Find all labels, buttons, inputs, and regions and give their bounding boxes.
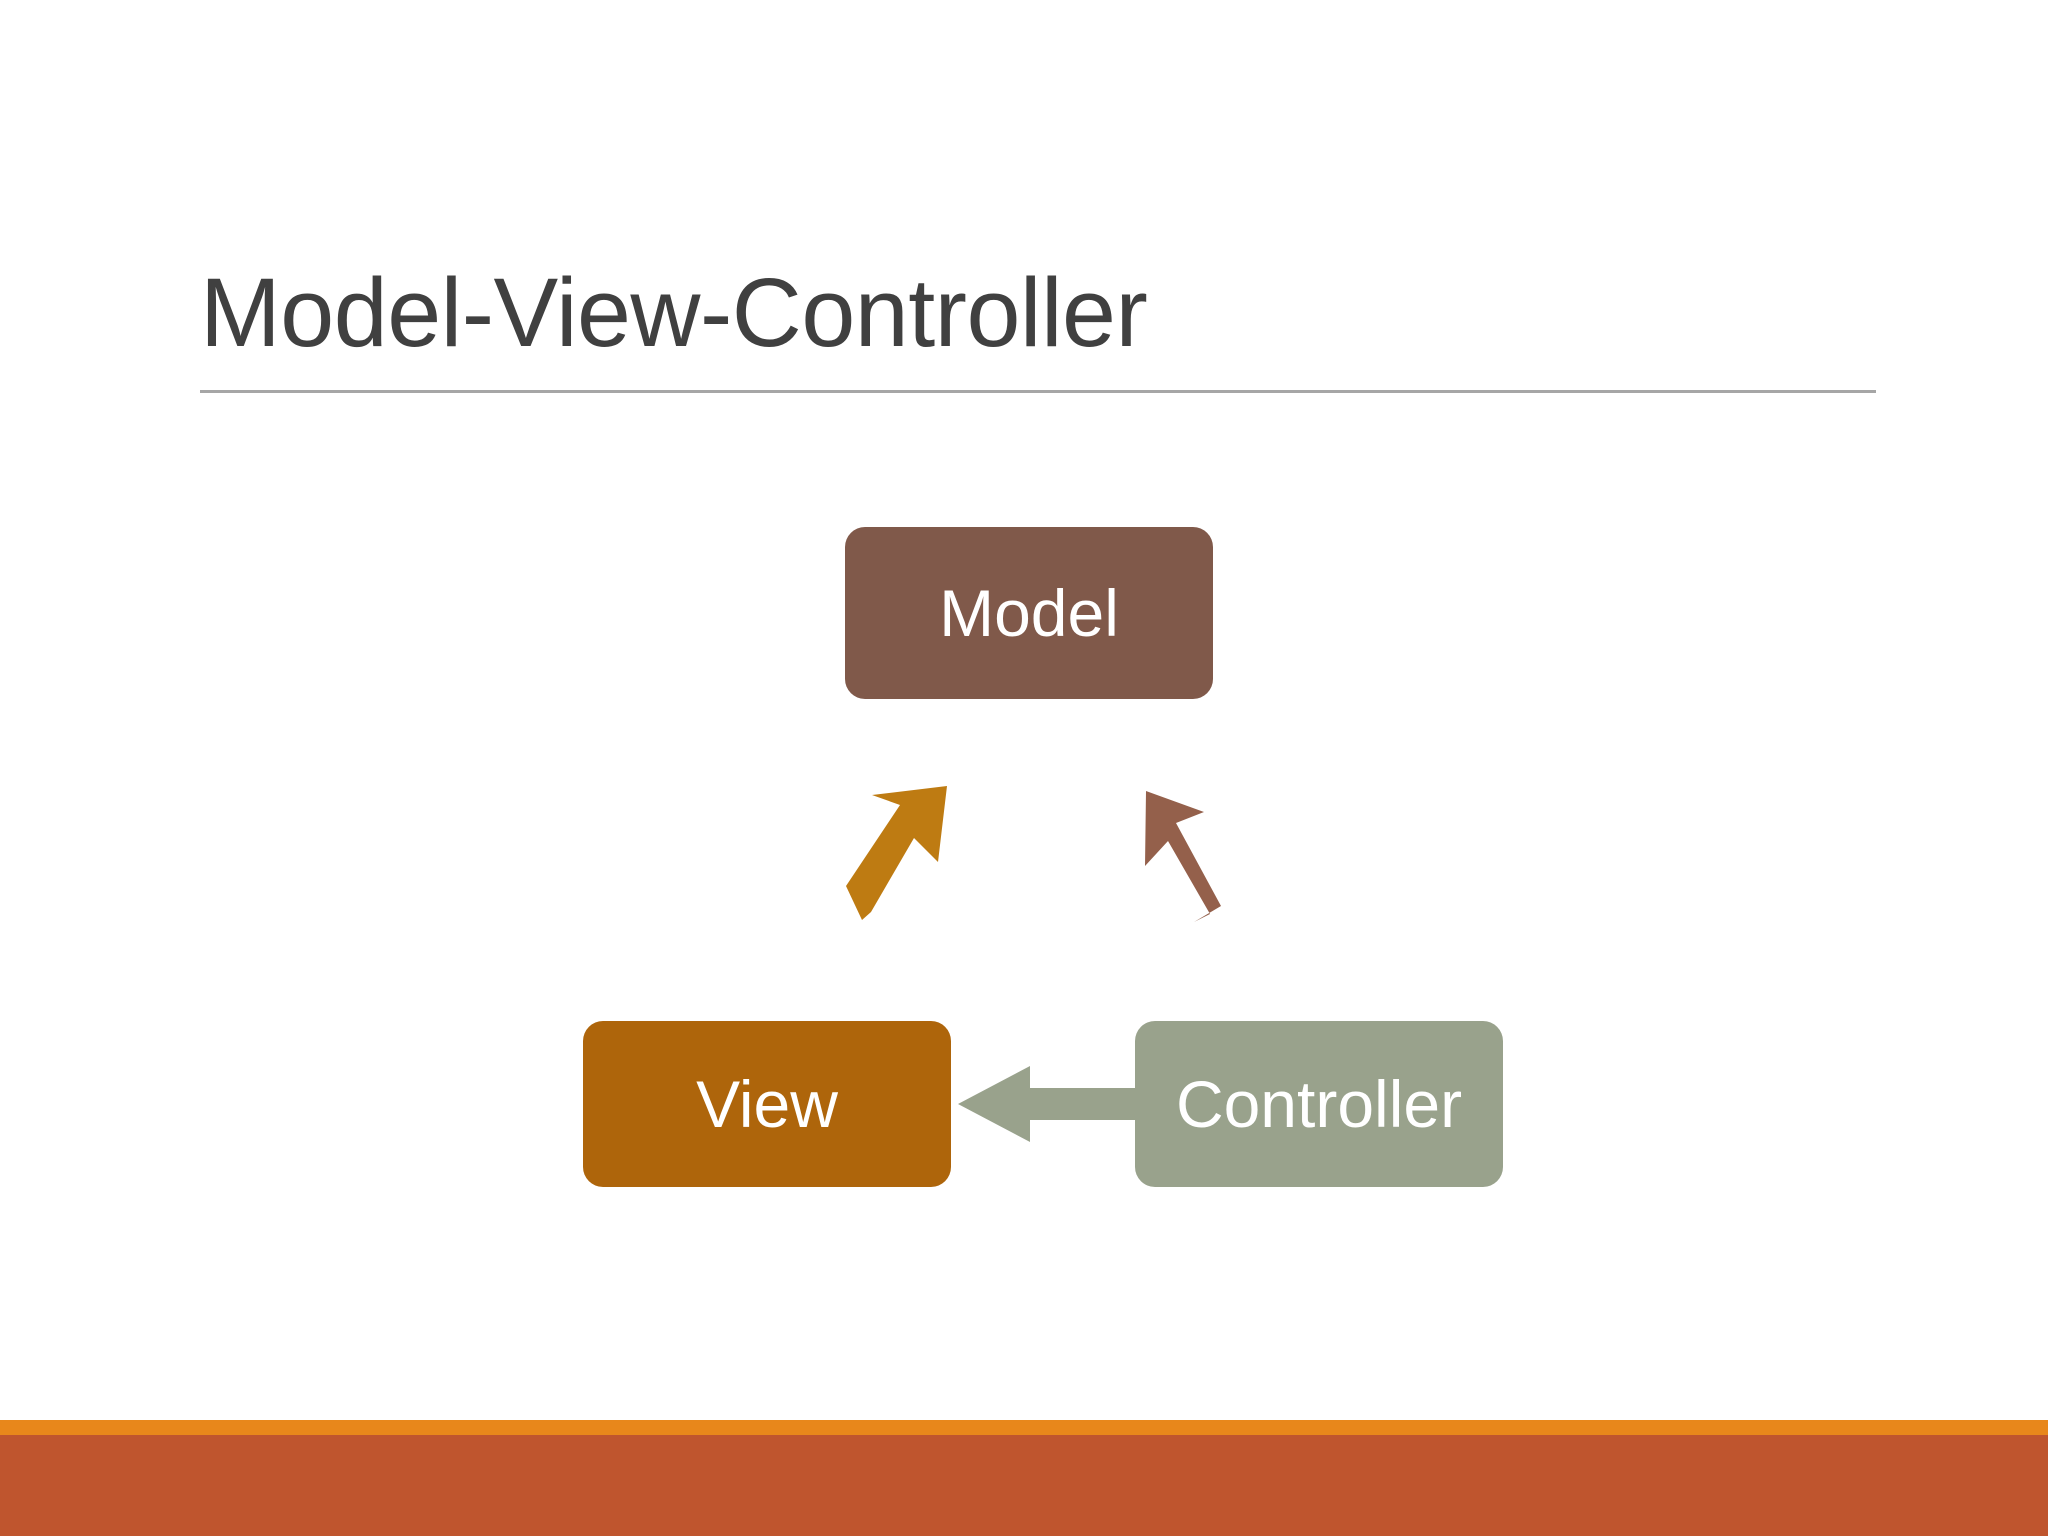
node-controller[interactable]: Controller bbox=[1135, 1021, 1503, 1187]
node-view[interactable]: View bbox=[583, 1021, 951, 1187]
node-controller-label: Controller bbox=[1175, 1067, 1463, 1141]
arrow-view-to-model bbox=[846, 786, 947, 920]
arrow-controller-to-view bbox=[958, 1066, 1136, 1142]
node-view-label: View bbox=[696, 1067, 838, 1141]
node-model-label: Model bbox=[939, 576, 1119, 650]
footer-bar bbox=[0, 1435, 2048, 1536]
page-title: Model-View-Controller bbox=[200, 258, 1148, 367]
footer-accent-bar bbox=[0, 1420, 2048, 1435]
arrow-controller-to-model bbox=[1145, 791, 1221, 922]
node-model[interactable]: Model bbox=[845, 527, 1213, 699]
title-divider bbox=[200, 390, 1876, 393]
